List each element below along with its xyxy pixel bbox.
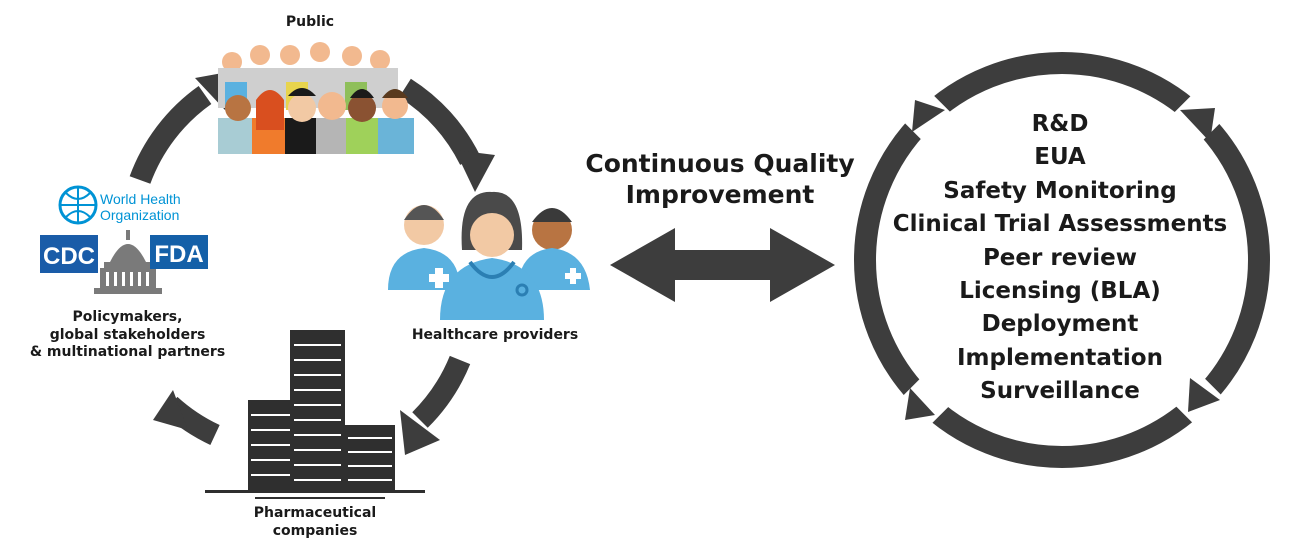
continuous-quality-improvement-title: Continuous Quality Improvement <box>585 149 855 210</box>
front-row-people <box>218 88 414 154</box>
arrow-public-to-providers <box>398 78 480 166</box>
step-item: Peer review <box>982 244 1138 271</box>
step-item: R&D <box>1031 111 1089 137</box>
who-logo: World Health Organization <box>58 185 181 225</box>
cdc-logo: CDC <box>40 235 98 273</box>
pharmaceutical-buildings-illustration <box>205 330 425 499</box>
fda-logo-text: FDA <box>154 241 203 268</box>
step-item: Clinical Trial Assessments <box>892 211 1228 238</box>
who-name-line1: World Health <box>100 191 181 207</box>
fda-logo: FDA <box>150 235 208 269</box>
double-headed-arrow <box>610 228 835 302</box>
public-label: Public <box>285 14 335 30</box>
public-crowd-illustration <box>218 42 414 154</box>
step-item: Licensing (BLA) <box>959 278 1161 305</box>
capitol-building-icon <box>94 230 162 294</box>
arrow-policy-to-public <box>129 86 212 184</box>
healthcare-providers-label: Healthcare providers <box>411 327 579 343</box>
step-item: Deployment <box>981 311 1139 338</box>
healthcare-providers-illustration <box>388 191 590 320</box>
cdc-logo-text: CDC <box>43 243 95 270</box>
right-cycle-arrowheads <box>905 100 1220 420</box>
step-item: Safety Monitoring <box>943 177 1177 204</box>
step-item: EUA <box>1034 144 1086 171</box>
policymakers-label: Policymakers, global stakeholders & mult… <box>29 309 226 360</box>
process-steps-list: R&D EUA Safety Monitoring Clinical Trial… <box>890 108 1230 409</box>
step-item: Implementation <box>957 344 1163 371</box>
step-item: Surveillance <box>980 378 1140 405</box>
arrow-providers-to-pharma <box>412 355 471 428</box>
pharmaceutical-companies-label: Pharmaceutical companies <box>253 505 377 539</box>
who-name-line2: Organization <box>100 207 179 223</box>
